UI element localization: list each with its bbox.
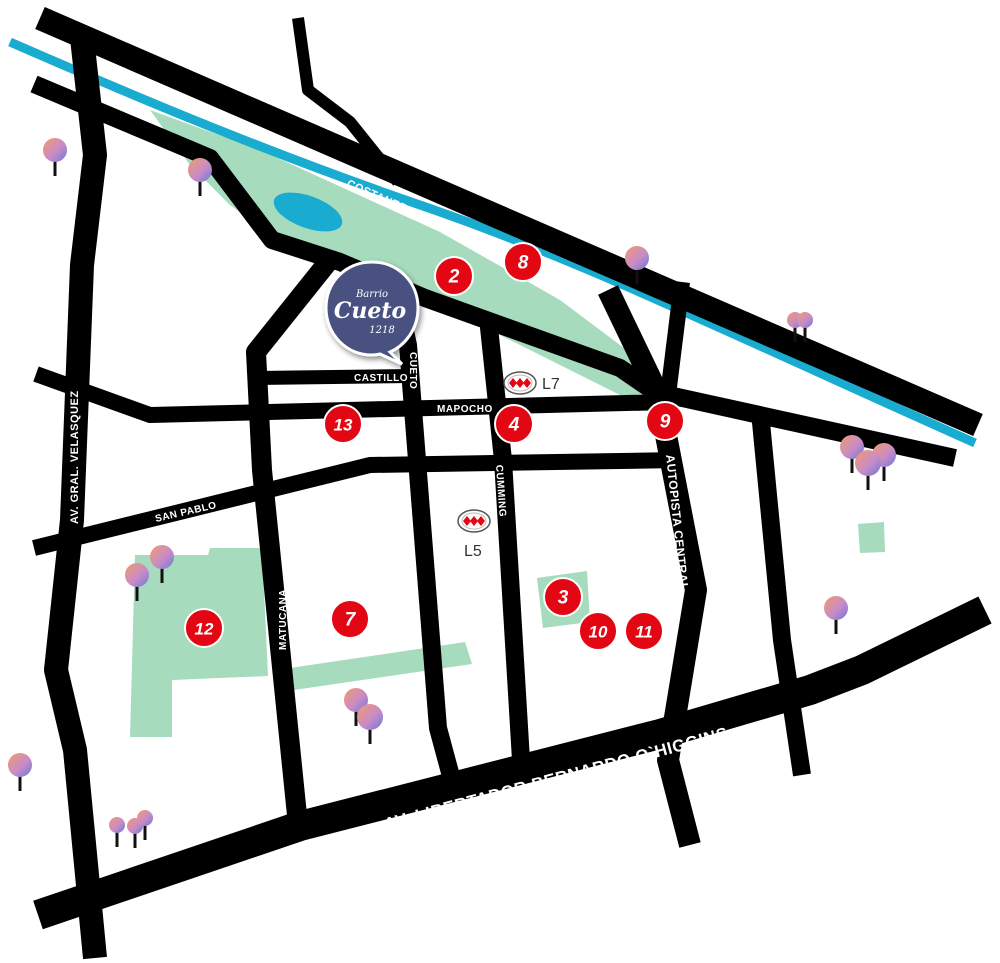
marker-number: 7 xyxy=(345,610,357,631)
marker-circle xyxy=(624,611,664,651)
marker-circle xyxy=(503,242,543,282)
road-east-vertical xyxy=(751,411,811,777)
marker-number: 3 xyxy=(558,588,569,609)
tree-icon xyxy=(824,596,848,634)
logo-line-cueto: Cueto xyxy=(334,298,406,324)
road-north-diagonal xyxy=(292,17,403,186)
map-marker-9[interactable]: 9 xyxy=(645,401,685,441)
marker-circle xyxy=(543,577,583,617)
map-marker-2[interactable]: 2 xyxy=(434,256,474,296)
metro-icon xyxy=(457,509,491,533)
street-label-cueto: CUETO xyxy=(407,352,418,389)
metro-station-l5: L5 xyxy=(457,509,491,560)
marker-circle xyxy=(184,608,224,648)
marker-number: 8 xyxy=(518,253,529,274)
marker-number: 9 xyxy=(660,412,671,433)
tree-icon xyxy=(43,138,67,176)
marker-number: 4 xyxy=(508,415,520,436)
metro-station-l7: L7 xyxy=(503,371,560,395)
numbered-markers: 2 8 13 4 9 3 10 11 12 7 xyxy=(184,242,685,651)
road-autopista-branch xyxy=(660,281,690,396)
metro-line-label: L7 xyxy=(542,376,560,393)
road-castillo xyxy=(255,369,413,385)
marker-circle xyxy=(323,404,363,444)
marker-circle xyxy=(645,401,685,441)
street-label-velasquez: AV. GRAL. VELASQUEZ xyxy=(69,390,81,524)
location-bubble-icon[interactable]: Barrio Cueto 1218 xyxy=(324,260,420,366)
tree-icon xyxy=(840,435,864,473)
tree-icon xyxy=(150,545,174,583)
trees xyxy=(8,138,896,848)
street-label-castillo: CASTILLO xyxy=(354,373,408,384)
park-strip-east xyxy=(290,642,472,690)
mapocho-river xyxy=(8,37,977,448)
road-san-pablo xyxy=(32,452,681,556)
marker-number: 13 xyxy=(334,416,353,435)
street-label-mapocho: MAPOCHO xyxy=(437,404,493,415)
marker-number: 11 xyxy=(635,623,653,642)
marker-number: 2 xyxy=(448,267,460,288)
road-mapocho xyxy=(33,366,669,423)
map-marker-10[interactable]: 10 xyxy=(578,611,618,651)
road-costanera-norte xyxy=(35,6,983,437)
marker-circle xyxy=(434,256,474,296)
marker-number: 10 xyxy=(589,623,608,642)
map-marker-12[interactable]: 12 xyxy=(184,608,224,648)
location-bubble-shape xyxy=(324,260,420,366)
marker-circle xyxy=(330,599,370,639)
map-marker-13[interactable]: 13 xyxy=(323,404,363,444)
map-marker-7[interactable]: 7 xyxy=(330,599,370,639)
tree-icon xyxy=(137,810,153,840)
road-velasquez xyxy=(44,36,107,960)
tree-icon xyxy=(109,817,125,847)
road-northwest-branch xyxy=(246,255,336,827)
park-mapocho-riverside xyxy=(150,110,665,395)
marker-circle xyxy=(494,404,534,444)
road-autopista-central xyxy=(598,285,707,848)
tree-icon xyxy=(855,450,881,490)
street-label-cumming: CUMMING xyxy=(493,464,508,517)
tree-icon xyxy=(344,688,368,726)
park-small-east xyxy=(858,522,885,553)
road-network xyxy=(30,6,992,960)
metro-line-label: L5 xyxy=(464,543,482,560)
marker-circle xyxy=(578,611,618,651)
logo-line-barrio: Barrio xyxy=(355,289,388,300)
tree-icon xyxy=(125,563,149,601)
logo-line-number: 1218 xyxy=(369,325,394,336)
tree-icon xyxy=(8,753,32,791)
street-label-matucana: MATUCANA xyxy=(278,589,289,650)
road-ohiggins xyxy=(33,596,992,930)
tree-icon xyxy=(625,246,649,284)
map-marker-4[interactable]: 4 xyxy=(494,404,534,444)
pond xyxy=(273,192,343,232)
tree-icon xyxy=(357,704,383,744)
map-marker-8[interactable]: 8 xyxy=(503,242,543,282)
road-cueto xyxy=(383,270,461,783)
marker-number: 12 xyxy=(195,620,214,639)
map-marker-11[interactable]: 11 xyxy=(624,611,664,651)
tree-icon xyxy=(188,158,212,196)
metro-icon xyxy=(503,371,537,395)
map-marker-3[interactable]: 3 xyxy=(543,577,583,617)
tree-icon xyxy=(797,312,813,342)
